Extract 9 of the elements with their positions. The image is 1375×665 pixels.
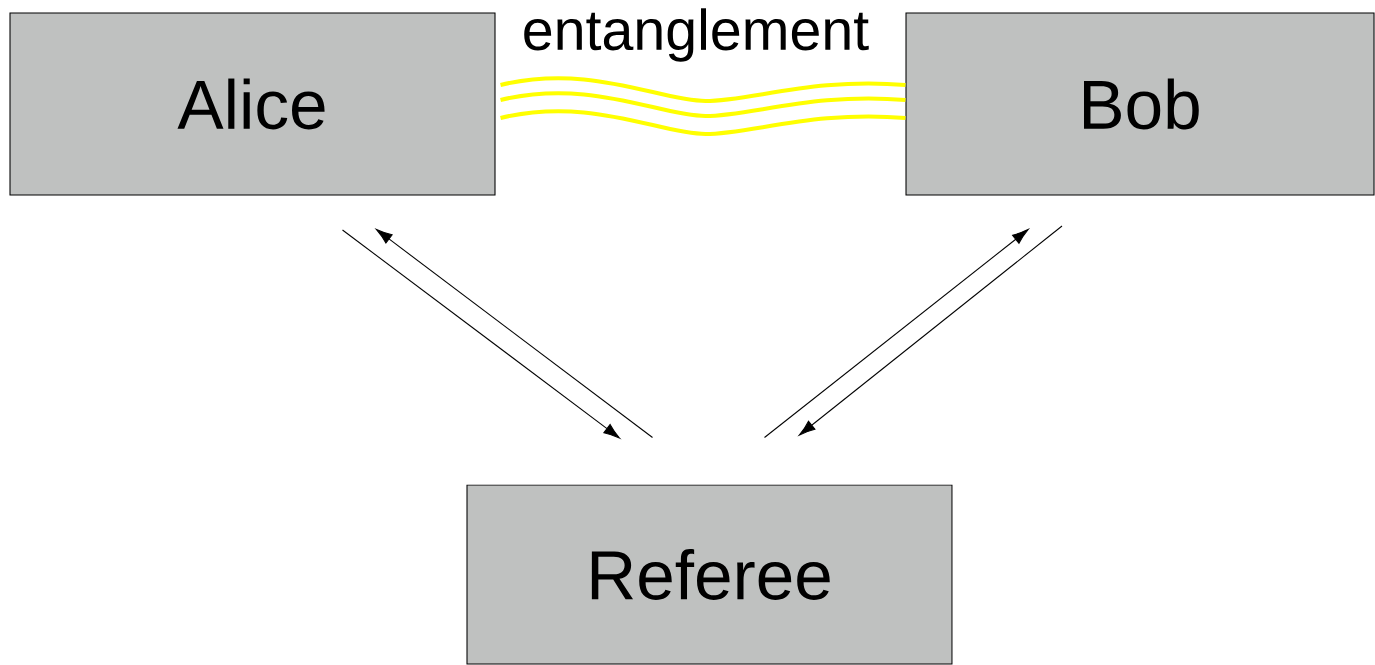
person-box: Referee (466, 484, 953, 665)
arrow (341, 229, 620, 439)
person-box: Alice (9, 12, 496, 196)
edge-label: entanglement (520, 6, 871, 64)
person-box: Bob (905, 12, 1375, 196)
arrow (798, 225, 1063, 436)
wavy-line (498, 76, 908, 136)
arrow (763, 229, 1029, 439)
arrow (376, 229, 654, 439)
